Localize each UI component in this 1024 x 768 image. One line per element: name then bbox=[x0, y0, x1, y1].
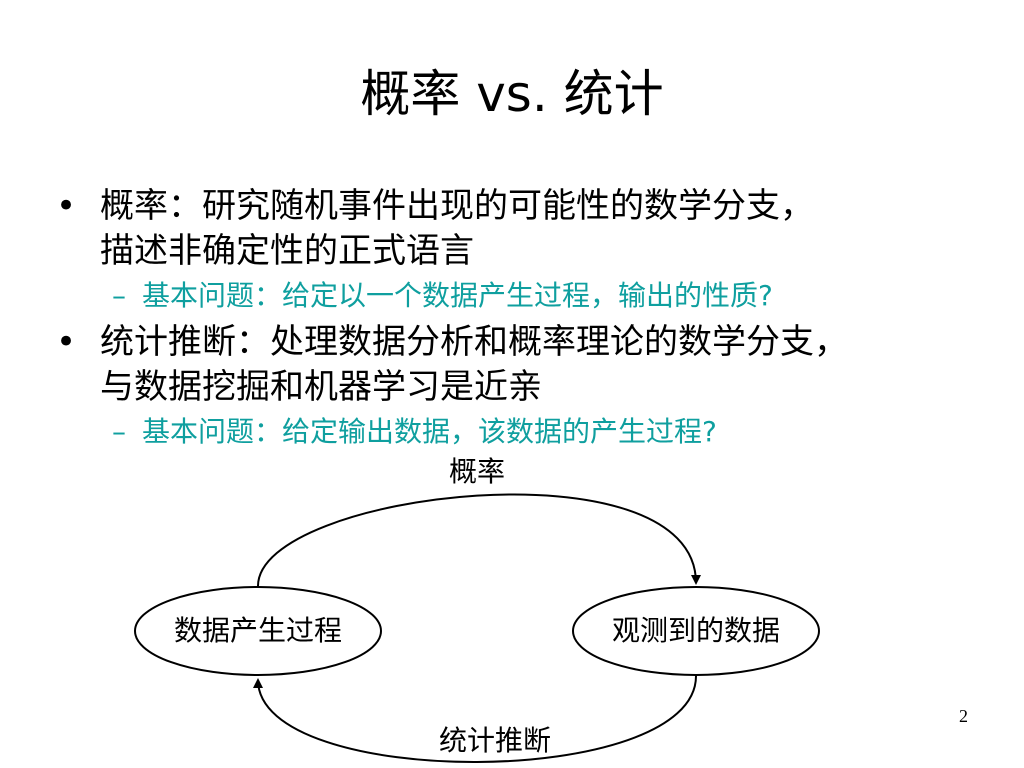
node-label-left: 数据产生过程 bbox=[173, 614, 342, 647]
bullet-probability: • 概率：研究随机事件出现的可能性的数学分支， 描述非确定性的正式语言 bbox=[56, 184, 1006, 274]
bullet-statistics: • 统计推断：处理数据分析和概率理论的数学分支， 与数据挖掘和机器学习是近亲 bbox=[56, 320, 1006, 410]
sub-bullet-statistics: – 基本问题：给定输出数据，该数据的产生过程? bbox=[56, 412, 1006, 452]
edge-label-top: 概率 bbox=[448, 455, 505, 488]
sub-bullet-text: 基本问题：给定输出数据，该数据的产生过程? bbox=[142, 415, 717, 448]
bullet-dot: • bbox=[56, 186, 77, 226]
bullet-text-line: 与数据挖掘和机器学习是近亲 bbox=[100, 367, 542, 407]
bullet-text-line: 统计推断：处理数据分析和概率理论的数学分支， bbox=[100, 322, 848, 362]
sub-bullet-dash: – bbox=[112, 415, 126, 448]
bullet-text-line: 概率：研究随机事件出现的可能性的数学分支， bbox=[100, 186, 814, 226]
node-label-right: 观测到的数据 bbox=[611, 614, 780, 647]
edge-top-arrow bbox=[257, 493, 701, 587]
sub-bullet-probability: – 基本问题：给定以一个数据产生过程，输出的性质? bbox=[56, 276, 1006, 316]
bullet-list: • 概率：研究随机事件出现的可能性的数学分支， 描述非确定性的正式语言 – 基本… bbox=[56, 184, 1006, 456]
slide-title: 概率 vs. 统计 bbox=[360, 65, 664, 123]
sub-bullet-dash: – bbox=[112, 279, 126, 312]
page-number: 2 bbox=[959, 706, 968, 726]
edge-label-bottom: 统计推断 bbox=[438, 724, 551, 757]
bullet-dot: • bbox=[56, 322, 77, 362]
bullet-text-line: 描述非确定性的正式语言 bbox=[100, 231, 474, 271]
sub-bullet-text: 基本问题：给定以一个数据产生过程，输出的性质? bbox=[142, 279, 773, 312]
